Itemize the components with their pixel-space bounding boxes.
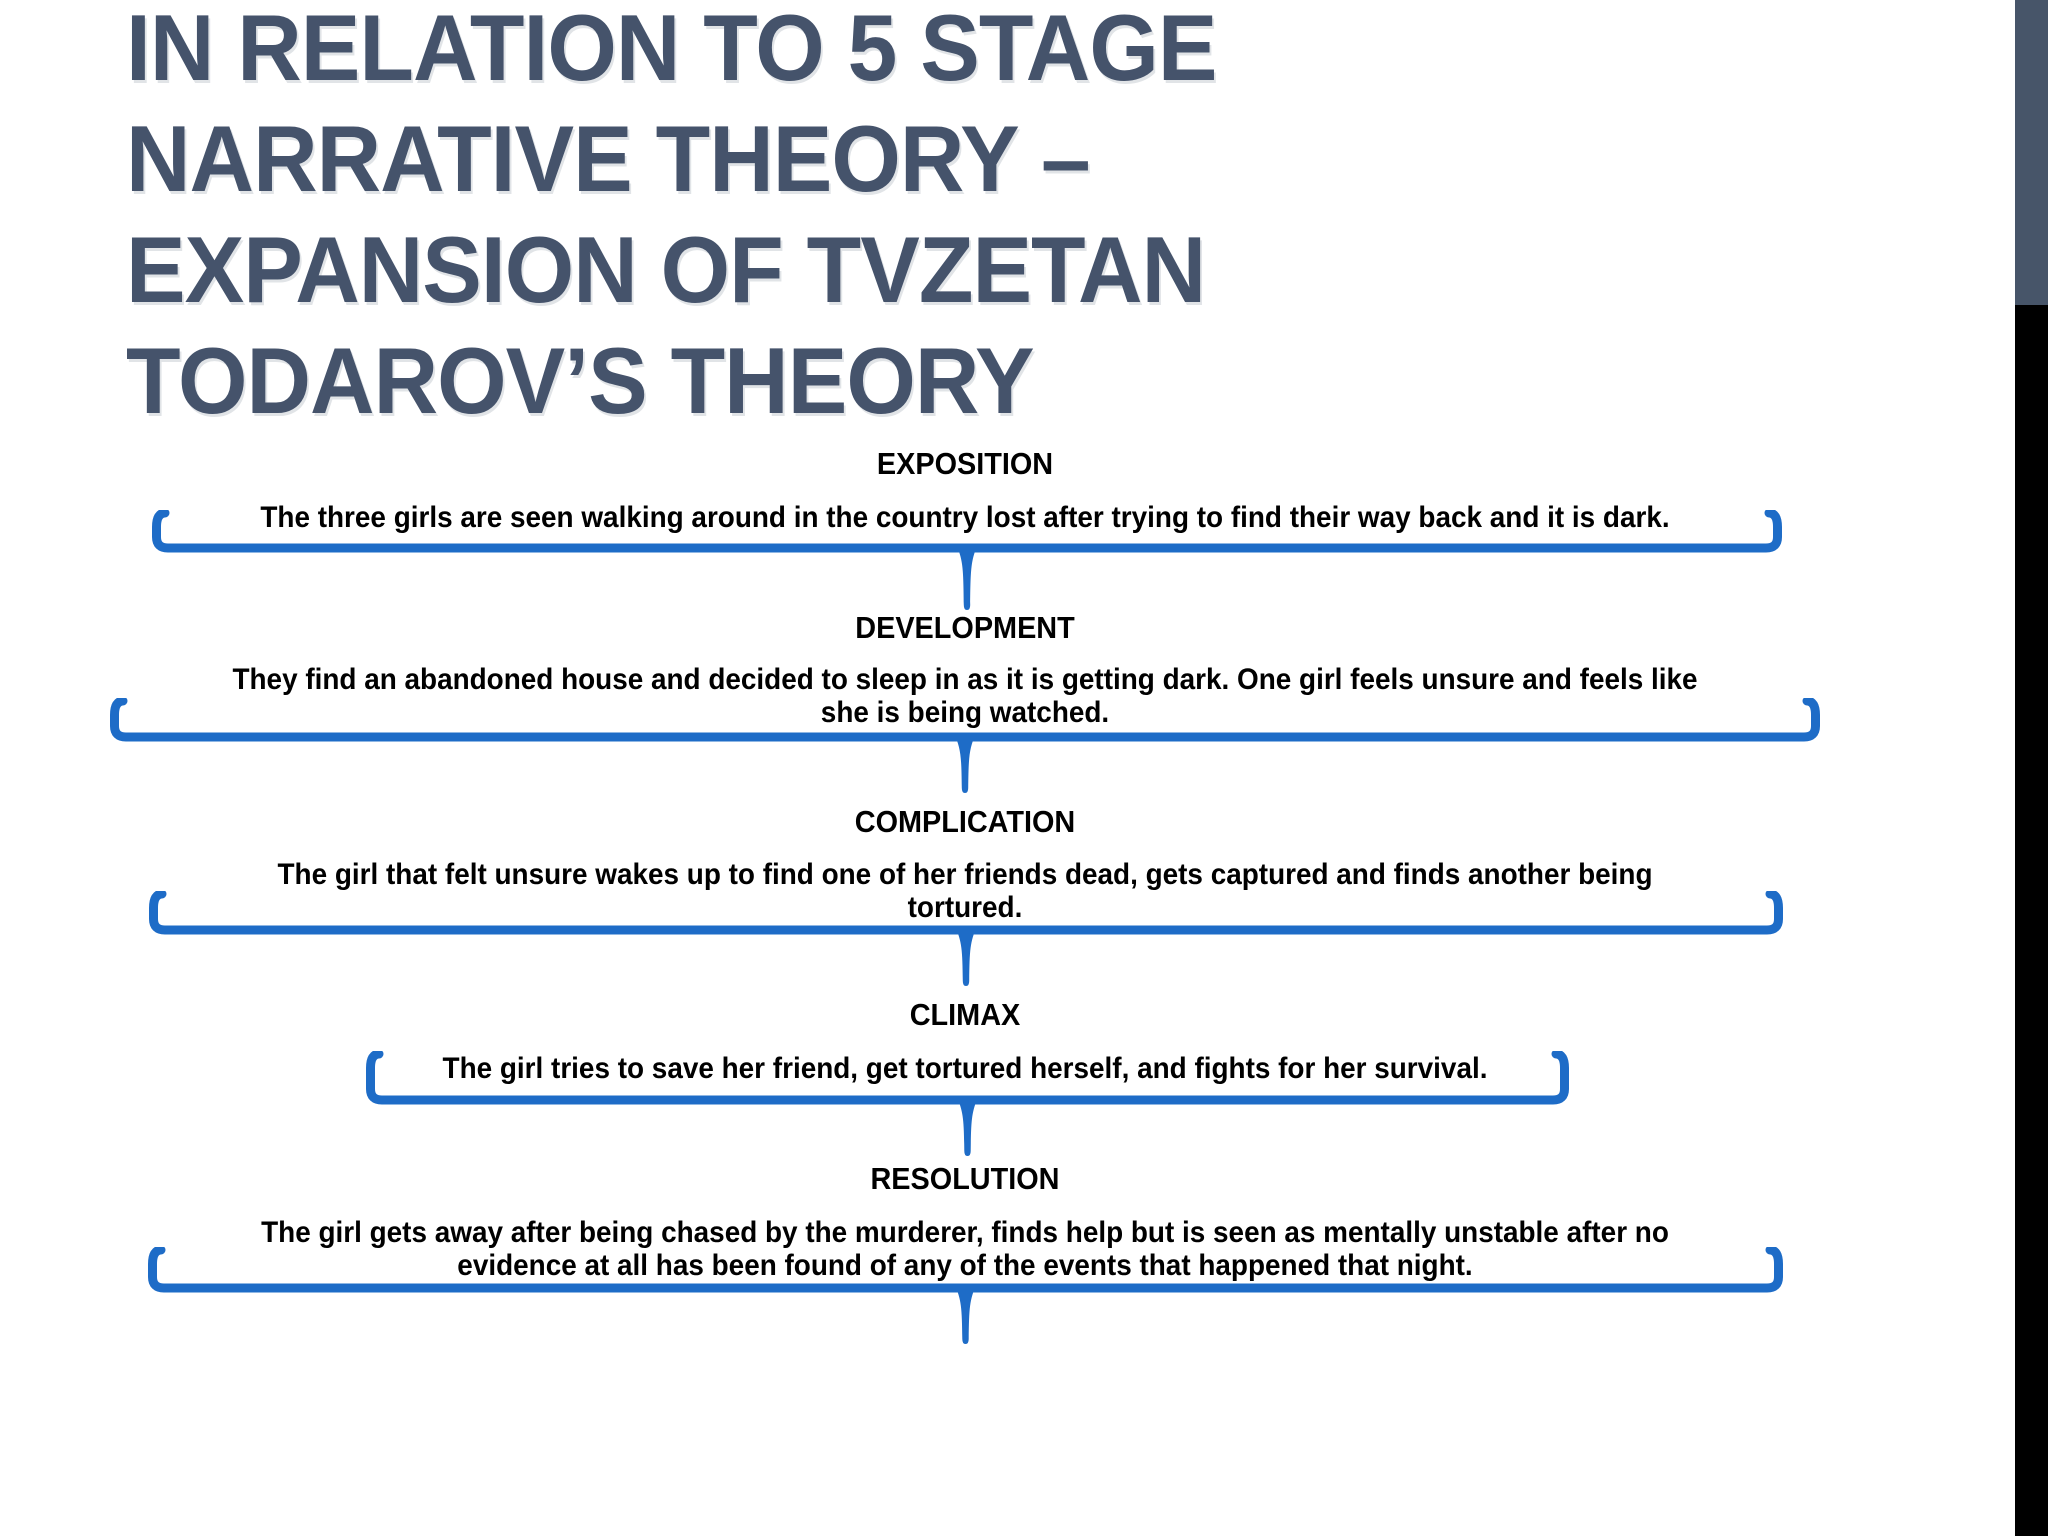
underbrace-exposition: [152, 510, 1782, 610]
section-body-exposition: The three girls are seen walking around …: [260, 501, 1670, 534]
section-label-development: DEVELOPMENT: [855, 610, 1075, 645]
underbrace-resolution: [148, 1247, 1783, 1344]
right-edge-bar-black: [2015, 305, 2048, 1536]
section-label-climax: CLIMAX: [909, 997, 1021, 1032]
section-body-development: They find an abandoned house and decided…: [232, 663, 1698, 729]
section-body-climax: The girl tries to save her friend, get t…: [442, 1052, 1488, 1085]
section-body-resolution: The girl gets away after being chased by…: [261, 1216, 1669, 1282]
slide-title: IN RELATION TO 5 STAGE NARRATIVE THEORY …: [126, 0, 1217, 433]
underbrace-climax: [366, 1051, 1569, 1156]
section-label-complication: COMPLICATION: [854, 804, 1076, 839]
section-body-complication: The girl that felt unsure wakes up to fi…: [277, 858, 1653, 924]
section-label-resolution: RESOLUTION: [870, 1161, 1060, 1196]
right-edge-bar-slate: [2015, 0, 2048, 305]
section-label-exposition: EXPOSITION: [876, 446, 1054, 481]
underbrace-complication: [149, 891, 1783, 986]
underbrace-development: [110, 698, 1820, 793]
